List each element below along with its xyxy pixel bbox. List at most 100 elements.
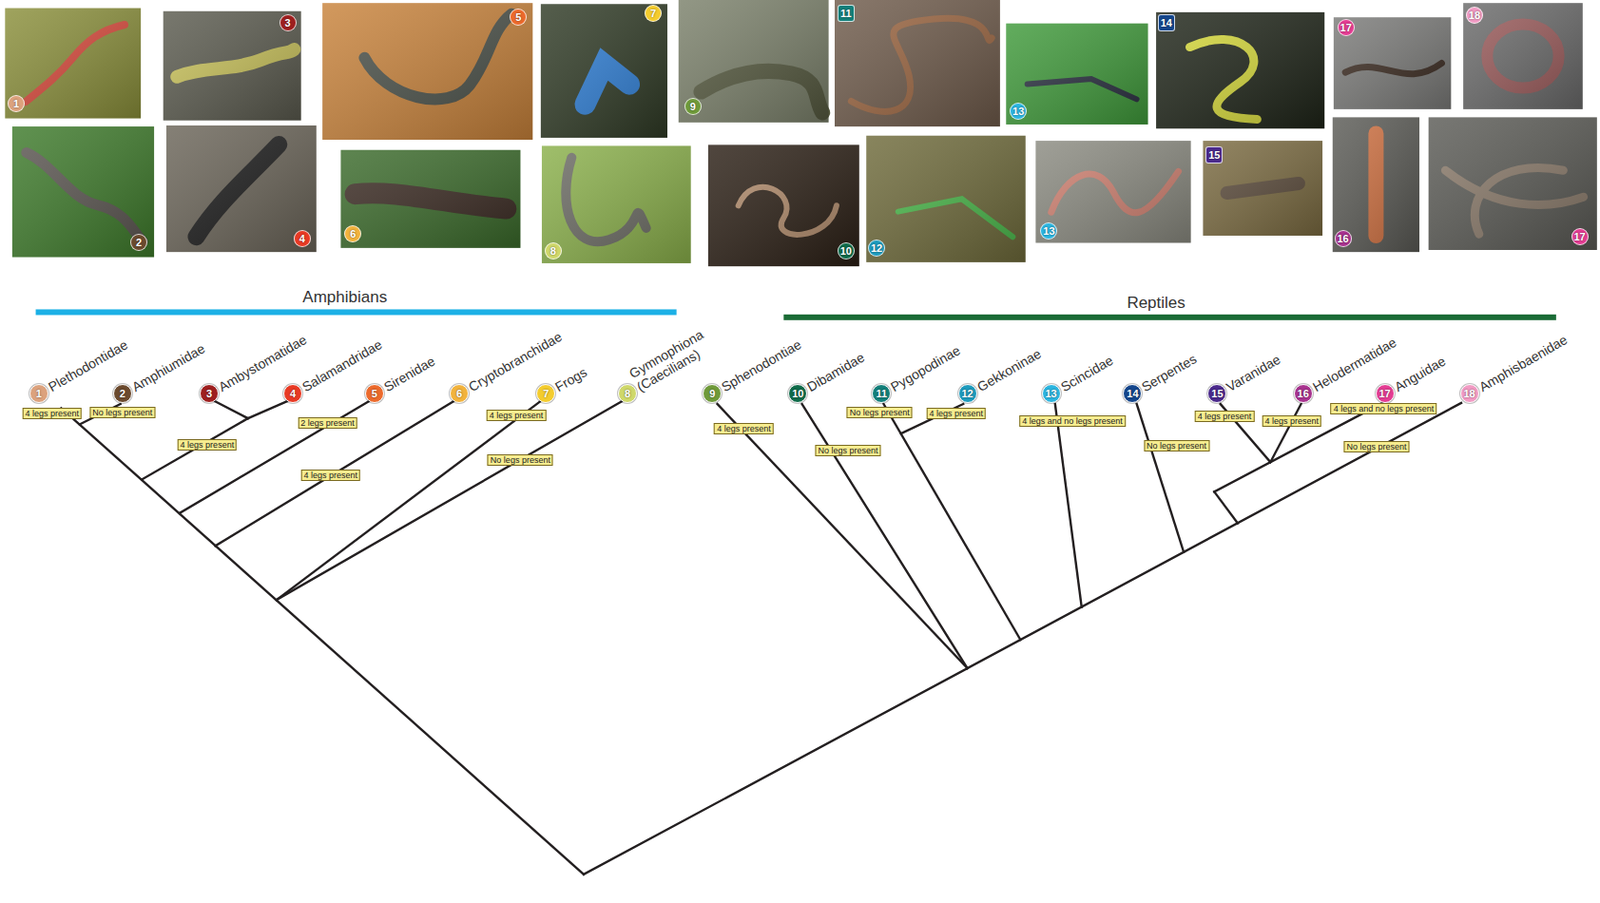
photo-shading [166, 125, 317, 252]
species-photo [1005, 23, 1148, 125]
taxon-number: 2 [114, 385, 132, 403]
photo-background [1202, 140, 1323, 236]
taxon-marker: 9Sphenodontiae [702, 384, 722, 404]
photo-number: 8 [544, 242, 562, 260]
trait-box: No legs present [814, 444, 881, 457]
taxon-marker: 4Salamandridae [283, 384, 303, 404]
photo-shading [866, 135, 1025, 263]
taxon-marker: 7Frogs [536, 384, 556, 404]
photo-background [163, 11, 302, 121]
tree-branch [1270, 404, 1301, 463]
trait-text: No legs present [90, 407, 155, 418]
taxon-number: 5 [366, 385, 384, 403]
trait-text: No legs present [848, 407, 912, 418]
photo-shading [1333, 17, 1451, 110]
taxon-marker: 8Gymnophiona (Caecilians) [617, 384, 637, 404]
photo-background [4, 8, 141, 119]
taxon-marker: 5Sirenidae [365, 384, 385, 404]
trait-text: No legs present [815, 445, 880, 456]
tree-branch [60, 407, 584, 875]
photo-shading [4, 8, 141, 119]
photo-background [12, 126, 155, 257]
species-photo [541, 145, 692, 263]
trait-text: 4 legs present [301, 470, 360, 481]
tree-branch [214, 401, 454, 546]
photo-background [1428, 116, 1598, 251]
photo-background [834, 0, 1001, 127]
taxon-name: Varanidae [1223, 351, 1283, 395]
photo-number: 4 [293, 230, 311, 248]
tree-branch [802, 404, 968, 669]
taxon-marker: 10Dibamidae [788, 384, 808, 404]
photo-shading [163, 11, 302, 121]
trait-box: No legs present [89, 406, 155, 419]
taxon-marker: 3Ambystomatidae [199, 384, 219, 404]
trait-text: No legs present [1344, 442, 1408, 452]
photo-shading [834, 0, 1001, 127]
trait-text: 4 legs present [1195, 411, 1254, 422]
species-photo [166, 125, 317, 252]
group-bar [783, 314, 1557, 321]
tree-branch [276, 401, 541, 600]
trait-box: 4 legs and no legs present [1019, 415, 1126, 427]
taxon-marker: 18Amphisbaenidae [1460, 384, 1480, 404]
taxon-name: Amphiumidae [129, 341, 208, 396]
species-photo [340, 150, 521, 249]
photo-number: 16 [1334, 230, 1352, 248]
trait-box: No legs present [487, 454, 554, 466]
tree-branch [248, 401, 289, 419]
photo-background [708, 144, 860, 267]
taxon-number: 7 [537, 385, 555, 403]
species-photo [12, 126, 155, 257]
photo-number: 14 [1157, 14, 1176, 32]
taxon-name: Gekkoninae [974, 346, 1044, 395]
photo-number: 1 [7, 95, 25, 113]
photo-number: 15 [1205, 146, 1223, 164]
trait-box: 2 legs present [297, 417, 358, 429]
taxon-name: Pygopodinae [887, 343, 964, 396]
tree-branch [276, 401, 623, 600]
species-photo [866, 135, 1025, 263]
species-photo [678, 0, 829, 123]
photo-shading [1463, 2, 1583, 110]
species-photo [540, 3, 668, 138]
photo-number: 3 [279, 14, 297, 32]
taxon-name: Serpentes [1138, 351, 1199, 396]
photo-shading [340, 150, 521, 249]
photo-number: 6 [344, 225, 362, 243]
taxon-number: 4 [284, 385, 302, 403]
photo-shading [1332, 116, 1420, 252]
photo-number: 18 [1465, 6, 1484, 24]
trait-box: No legs present [847, 406, 913, 419]
taxon-name: Amphisbaenidae [1476, 331, 1570, 395]
trait-box: No legs present [1343, 441, 1409, 453]
species-photo [1202, 140, 1323, 236]
trait-box: 4 legs present [925, 407, 986, 420]
species-photo [1332, 116, 1420, 252]
photo-background [322, 2, 533, 140]
tree-branch [1137, 404, 1184, 553]
taxon-name: Dibamidae [804, 349, 868, 395]
photo-number: 17 [1571, 228, 1589, 246]
species-photo [834, 0, 1001, 127]
trait-text: 4 legs present [1263, 416, 1322, 426]
trait-text: 4 legs present [926, 408, 985, 419]
taxon-number: 1 [30, 385, 48, 403]
photo-strip [4, 0, 1597, 267]
photo-shading [708, 144, 860, 267]
photo-background [1156, 12, 1325, 129]
photo-number: 13 [1040, 222, 1058, 240]
photo-shading [12, 126, 155, 257]
photo-background [678, 0, 829, 123]
trait-box: 4 legs present [486, 409, 547, 422]
photo-background [1005, 23, 1148, 125]
taxon-number: 17 [1376, 385, 1394, 403]
trait-box: 4 legs present [177, 439, 238, 451]
species-photo [1035, 140, 1191, 243]
taxon-name: Scincidae [1058, 352, 1117, 395]
photo-shading [1428, 116, 1598, 251]
photo-number: 13 [1009, 102, 1027, 120]
taxon-number: 13 [1042, 385, 1061, 403]
taxon-marker: 15Varanidae [1207, 384, 1227, 404]
